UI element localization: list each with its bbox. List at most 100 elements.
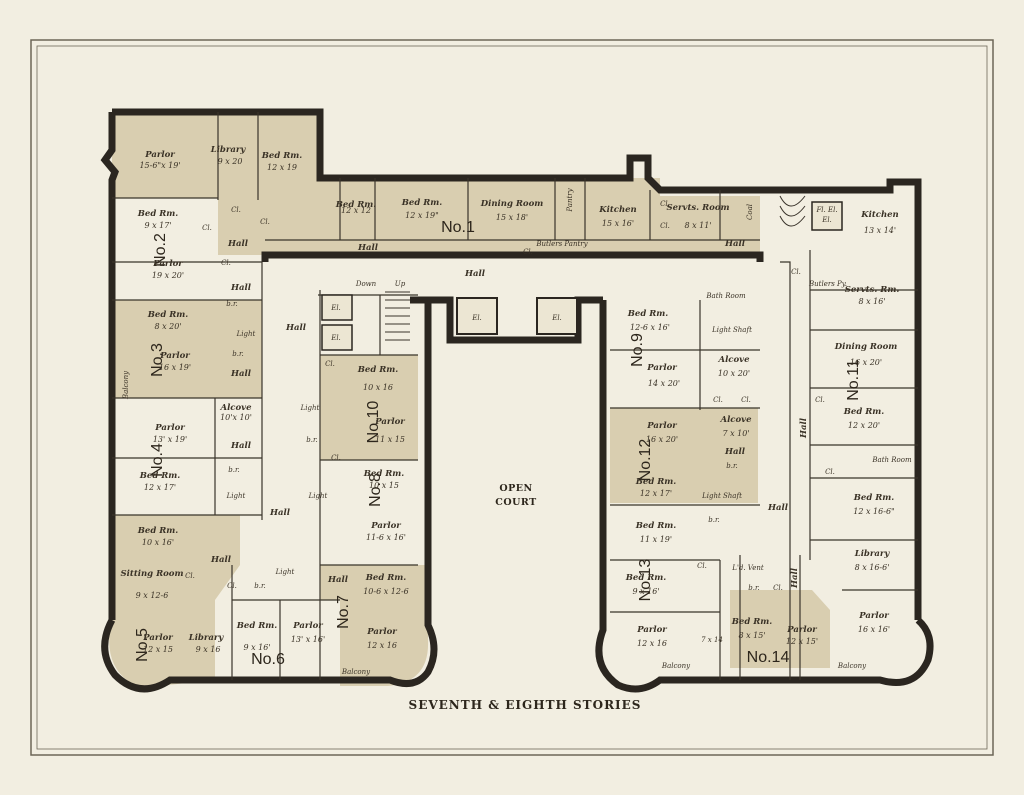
room-name: Parlor [144, 150, 175, 160]
room-name: Parlor [646, 421, 677, 431]
hall-label: Hall [790, 567, 800, 589]
freight-elevator-label: Fl. El. [815, 206, 837, 214]
room-dims: 10'x 10' [220, 413, 252, 422]
room-dims: 16 x 20' [850, 358, 882, 367]
butlers-pantry-label: Butlers Pantry [535, 240, 588, 248]
closet-label: Cl. [713, 396, 723, 404]
hall-label: Hall [724, 239, 746, 249]
apt-no-1: No.1 [441, 219, 475, 236]
apt-no-12: No.12 [637, 439, 654, 482]
elevator-label: El. [330, 334, 341, 342]
stair-up-label: Up [395, 280, 406, 288]
closet-label: Cl. [231, 206, 241, 214]
apt-no-8: No.8 [367, 473, 384, 507]
closet-label: Cl. [260, 218, 270, 226]
room-name: Servts. Room [667, 203, 730, 213]
hall-label: Hall [285, 323, 307, 333]
pantry-label: Pantry [566, 187, 574, 212]
elevator-label: El. [551, 314, 562, 322]
room-dims: 12 x 20' [848, 421, 880, 430]
elevator-label: El. [821, 216, 832, 224]
closet-label: Cl. [791, 268, 801, 276]
room-dims: 12 x 15 [143, 645, 173, 654]
closet-label: Cl. [227, 582, 237, 590]
interior-partitions [112, 112, 918, 680]
room-dims: 12 x 15' [786, 637, 818, 646]
room-name: Alcove [219, 403, 252, 413]
light-shaft-label: Light Shaft [711, 326, 752, 334]
room-name: Kitchen [598, 205, 637, 215]
outer-border [30, 39, 994, 756]
room-dims: 9 x 16' [632, 587, 659, 596]
room-name: Library [854, 549, 891, 559]
apt-no-14: No.14 [747, 649, 790, 666]
closet-label: Cl. [523, 248, 533, 256]
room-dims: 13' x 16' [291, 635, 325, 644]
room-dims: 12 x 12 [341, 206, 371, 215]
room-name: Parlor [159, 351, 190, 361]
room-dims: 11 x 15 [375, 435, 405, 444]
apt-no-7: No.7 [335, 595, 352, 629]
room-dims: 10 x 15 [369, 481, 399, 490]
room-dims: 19 x 20' [152, 271, 184, 280]
room-name: Dining Room [480, 199, 544, 209]
room-name: Parlor [636, 625, 667, 635]
light-well-label: Light [308, 492, 328, 500]
bathroom-label: b.r. [726, 462, 738, 470]
elevator-label: El. [471, 314, 482, 322]
room-dims: 8 x 11' [684, 221, 711, 230]
closet-label: Cl. [741, 396, 751, 404]
closet-label: Cl. [202, 224, 212, 232]
apartment-shade-14 [730, 590, 830, 668]
apt-no-4: No.4 [149, 443, 166, 477]
closet-label: Cl. [815, 396, 825, 404]
room-dims: 12 x 17' [640, 489, 672, 498]
apt-no-13: No.13 [637, 559, 654, 602]
inner-border [36, 45, 988, 750]
room-dims: 15 x 18' [496, 213, 528, 222]
room-dims: 15 x 16' [602, 219, 634, 228]
room-name: Parlor [154, 423, 185, 433]
closet-label: Cl. [825, 468, 835, 476]
apartment-numbers: No.1 No.2 No.3 No.4 No.5 No.6 No.7 No.8 … [134, 219, 862, 668]
butlers-pantry-label: Butlers Py. [808, 280, 847, 288]
balcony-label: Balcony [837, 662, 867, 670]
apt-no-11: No.11 [845, 359, 862, 401]
room-name: Parlor [370, 521, 401, 531]
misc-labels: Hall Hall Hall Hall Hall Hall Hall Hall … [122, 187, 912, 676]
room-name: Bed Rm. [635, 477, 677, 487]
room-name: Bed Rm. [843, 407, 885, 417]
stair-down-label: Down [355, 280, 377, 288]
room-name: Kitchen [860, 210, 899, 220]
room-name: Dining Room [834, 342, 898, 352]
room-dims: 9 x 12-6 [136, 591, 169, 600]
hall-label: Hall [269, 508, 291, 518]
bathroom-label: b.r. [228, 466, 240, 474]
room-dims: 12 x 19" [405, 211, 439, 220]
closet-label: Cl. [773, 584, 783, 592]
room-name: Bed Rm. [365, 573, 407, 583]
room-dims: 8 x 16' [858, 297, 885, 306]
room-dims: 10 x 20' [718, 369, 750, 378]
apt-no-2: No.2 [152, 233, 169, 267]
room-dims: 15-6"x 19' [139, 161, 180, 170]
room-name: Bed Rm. [625, 573, 667, 583]
hall-label: Hall [230, 369, 252, 379]
hall-label: Hall [230, 441, 252, 451]
room-dims: 13' x 19' [153, 435, 187, 444]
closet-label: Cl. [697, 562, 707, 570]
hall-label: Hall [799, 417, 809, 439]
bathroom-label: b.r. [226, 300, 238, 308]
room-name: Bed Rm. [137, 526, 179, 536]
room-dims: 10 x 16 [363, 383, 393, 392]
room-dims: 16 x 20' [646, 435, 678, 444]
hall-label: Hall [767, 503, 789, 513]
light-well-label: Light [275, 568, 295, 576]
apartment-shade-10 [320, 355, 418, 460]
light-well-label: Light [300, 404, 320, 412]
balcony-label: Balcony [341, 668, 371, 676]
small-room-dims: 7 x 14 [701, 636, 723, 644]
room-dims: 8 x 16-6' [855, 563, 890, 572]
open-court: OPEN COURT [495, 483, 536, 508]
room-name: Bed Rm. [147, 310, 189, 320]
